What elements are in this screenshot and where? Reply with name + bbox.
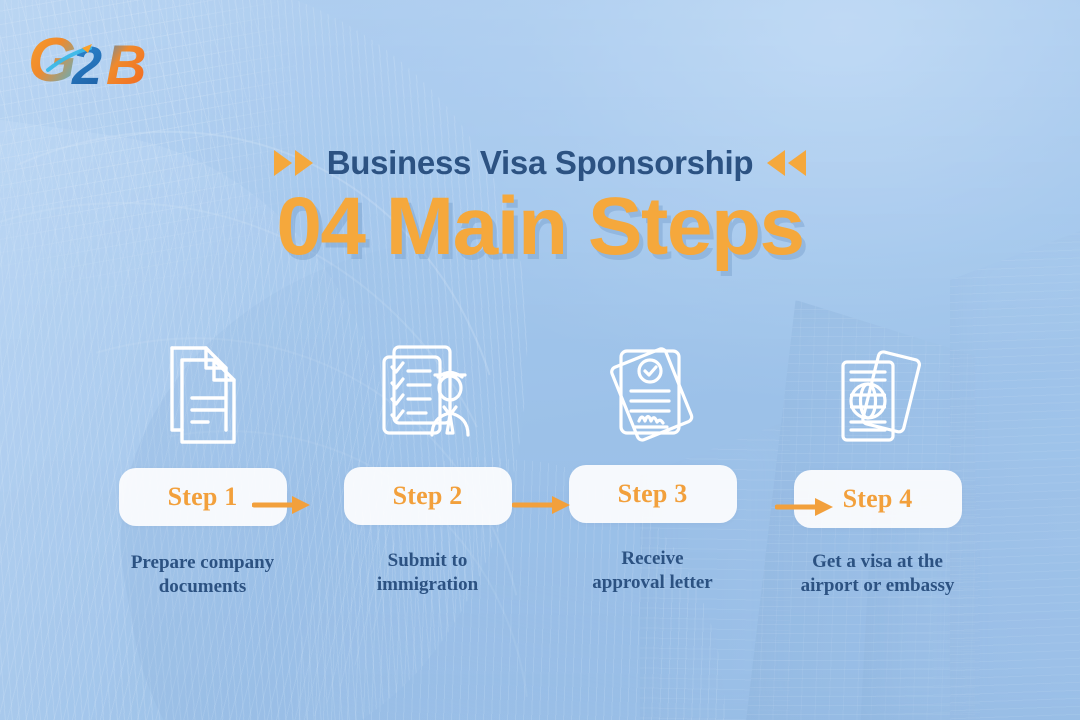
step-pill-label: Step 1	[167, 482, 238, 511]
step-pill-label: Step 4	[842, 484, 913, 513]
step-item-3: Step 3 Receive approval letter	[540, 331, 765, 596]
passport-icon	[829, 334, 927, 452]
step-caption-2: Submit to immigration	[376, 550, 479, 596]
step-pill-2[interactable]: Step 2	[343, 467, 512, 525]
header-block: Business Visa Sponsorship 04 Main Steps	[0, 144, 1080, 270]
double-triangle-right-icon	[273, 150, 313, 176]
step-pill-label: Step 3	[617, 479, 688, 508]
subtitle-row: Business Visa Sponsorship	[273, 144, 807, 182]
double-triangle-left-icon	[767, 150, 807, 176]
svg-text:B: B	[106, 33, 146, 96]
background-skyscraper	[950, 230, 1080, 720]
checklist-officer-icon	[376, 331, 480, 449]
svg-text:2: 2	[71, 36, 102, 96]
step-item-1: Step 1 Prepare company documents	[90, 330, 315, 600]
step-pill-label: Step 2	[392, 481, 463, 510]
step-pill-3[interactable]: Step 3	[568, 465, 737, 523]
documents-icon	[158, 330, 248, 448]
steps-row: Step 1 Prepare company documents	[0, 330, 1080, 600]
svg-text:G: G	[28, 26, 76, 95]
step-item-4: Step 4 Get a visa at the airport or emba…	[765, 334, 990, 599]
step-caption-3: Receive approval letter	[592, 548, 713, 594]
step-caption-1: Prepare company documents	[130, 552, 275, 598]
page-title: 04 Main Steps	[276, 181, 805, 272]
g2b-logo[interactable]: G 2 B	[28, 26, 188, 98]
page-subtitle: Business Visa Sponsorship	[326, 144, 754, 181]
approval-certificate-icon	[603, 331, 703, 449]
step-item-2: Step 2 Submit to immigration	[315, 331, 540, 598]
step-pill-1[interactable]: Step 1	[118, 468, 287, 526]
step-pill-4[interactable]: Step 4	[793, 470, 962, 528]
step-caption-4: Get a visa at the airport or embassy	[800, 551, 955, 597]
